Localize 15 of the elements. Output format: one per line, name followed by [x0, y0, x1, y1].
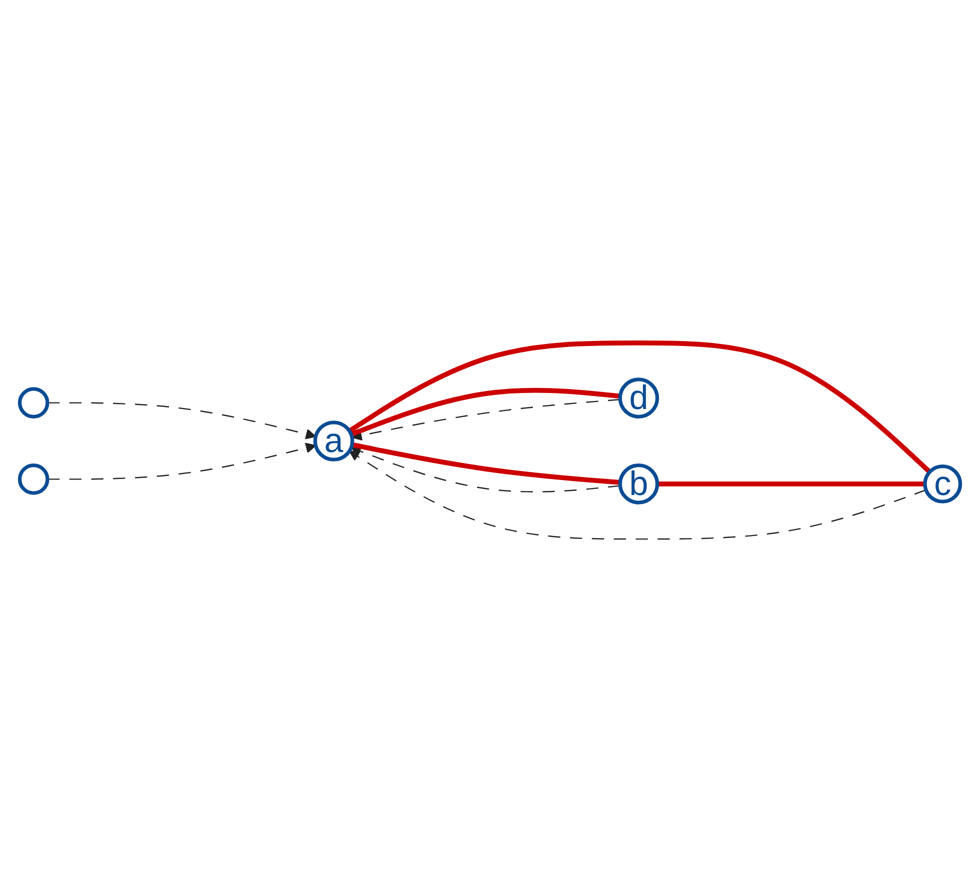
arrow — [348, 450, 926, 540]
arrow — [351, 398, 620, 441]
node-circle: c — [922, 464, 962, 504]
arrow — [46, 402, 316, 440]
connector — [350, 388, 620, 437]
node-circle — [17, 464, 49, 495]
node-circle: a — [312, 420, 354, 462]
connector — [348, 340, 931, 474]
arrow — [350, 446, 620, 492]
arrow — [46, 442, 316, 480]
connector — [351, 442, 620, 485]
connector — [656, 482, 924, 486]
node-circle: b — [618, 464, 659, 504]
node-circle: d — [618, 378, 659, 418]
node-circle — [17, 387, 49, 418]
